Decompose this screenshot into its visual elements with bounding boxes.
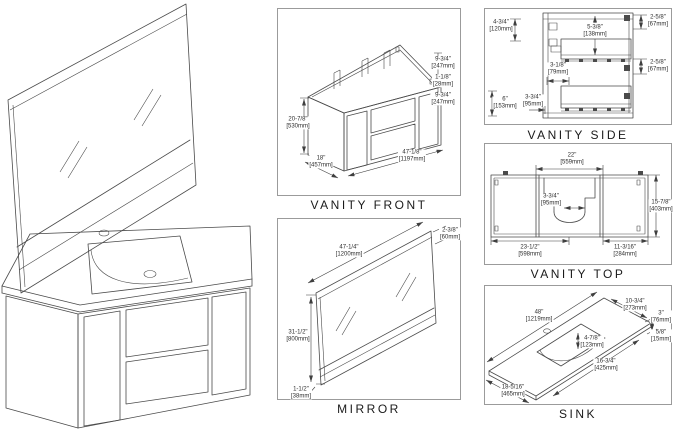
panel-vanity-front: 20-7/8"[530mm] 18"[457mm] 47-1/8"[1197mm… [277,8,461,196]
hero-left-door [83,310,121,427]
dim-vanity-front-height: 20-7/8"[530mm] [285,116,311,130]
panel-sink: 48"[1219mm] 10-3/4"[273mm] 3"[76mm] 5/8"… [484,285,673,405]
dim-sink-thickness: 5/8"[15mm] [649,329,673,343]
hero-vanity [1,225,253,429]
dim-mirror-width: 47-1/4"[1200mm] [334,244,364,258]
mirror-reflection-marks [335,272,417,336]
upper-drawer-box [560,38,632,60]
dim-sink-basin-depth: 4-7/8"[123mm] [579,335,605,349]
panel-title-vanity-side: VANITY SIDE [527,128,629,142]
vanity-top-drawing [490,165,660,245]
panel-vanity-top: 22"[559mm] 3-3/4"[95mm] 15-7/8"[403mm] 2… [484,143,674,265]
dim-vanity-top-right-section: 11-3/16"[284mm] [612,244,638,258]
dim-sink-depth: 18-5/16"[465mm] [500,384,526,398]
panel-title-sink: SINK [558,407,597,421]
hero-vanity-mirror-illustration [1,3,253,429]
dim-vanity-side-bottom-left: 6"[153mm] [492,96,518,110]
dim-vanity-top-depth: 15-7/8"[403mm] [648,199,674,213]
hero-basin [87,235,193,295]
hero-right-door [211,291,247,396]
dim-sink-edge: 3"[76mm] [649,310,673,324]
dim-vanity-side-mid-right: 2-5/8"[67mm] [646,59,670,73]
mirror-reflection-marks [59,88,162,179]
hero-faucet-hole [98,229,110,237]
top-drawer [370,97,416,134]
hero-basin-curve [90,249,189,285]
dim-vanity-side-top-left: 4-3/4"[120mm] [488,19,514,33]
dim-mirror-thickness: 2-3/8"[60mm] [438,227,462,241]
dim-vanity-side-drawer-front: 5-3/8"[138mm] [582,24,608,38]
plumbing-notch-curve [553,211,586,223]
hero-front-face [77,287,251,429]
dim-vanity-front-drawer-bottom: 9-3/4"[247mm] [430,92,456,106]
dim-vanity-front-drawer-top: 9-3/4"[247mm] [430,56,456,70]
panel-vanity-side: 4-3/4"[120mm] 5-3/8"[138mm] 2-5/8"[67mm]… [484,8,672,125]
dim-vanity-side-mid-inner: 3-1/8"[79mm] [546,62,570,76]
section-dividers [535,174,604,238]
front-face [343,86,442,172]
dim-vanity-top-notch: 3-3/4"[95mm] [539,193,563,207]
hero-bottom-drawer [125,349,209,405]
sink-countertop [488,297,652,397]
lower-drawer-box [560,85,632,109]
hero-left-side-panel [5,295,79,429]
dim-vanity-front-depth: 18"[457mm] [308,155,334,169]
mirror-drawing [306,221,449,397]
dim-sink-basin-offset: 10-3/4"[273mm] [622,298,648,312]
interior-partitions [333,49,391,89]
panel-title-vanity-front: VANITY FRONT [310,198,428,212]
dim-mirror-height: 31-1/2"[800mm] [285,329,311,343]
left-door [346,110,368,171]
hero-drain-hole [143,270,157,278]
panel-title-mirror: MIRROR [337,402,401,416]
dim-vanity-top-opening: 22"[559mm] [559,152,585,166]
dim-vanity-top-left-section: 23-1/2"[598mm] [517,244,543,258]
panel-mirror: 47-1/4"[1200mm] 2-3/8"[60mm] 31-1/2"[800… [277,218,462,400]
hero-mirror [7,3,197,294]
dim-vanity-front-drawer-gap: 1-1/8"[28mm] [431,74,455,88]
dim-vanity-front-width: 47-1/8"[1197mm] [397,149,427,163]
dim-sink-basin-width: 16-3/4"[425mm] [593,358,619,372]
dim-sink-width: 48"[1219mm] [524,309,554,323]
dim-vanity-side-top-right: 2-5/8"[67mm] [646,14,670,28]
dim-vanity-side-bottom-inner: 3-3/4"[95mm] [521,94,545,108]
panel-title-vanity-top: VANITY TOP [530,267,626,281]
hero-top-drawer [125,297,209,358]
dim-mirror-frame: 1-1/2"[38mm] [289,386,313,400]
sink-faucet-hole [543,328,551,334]
